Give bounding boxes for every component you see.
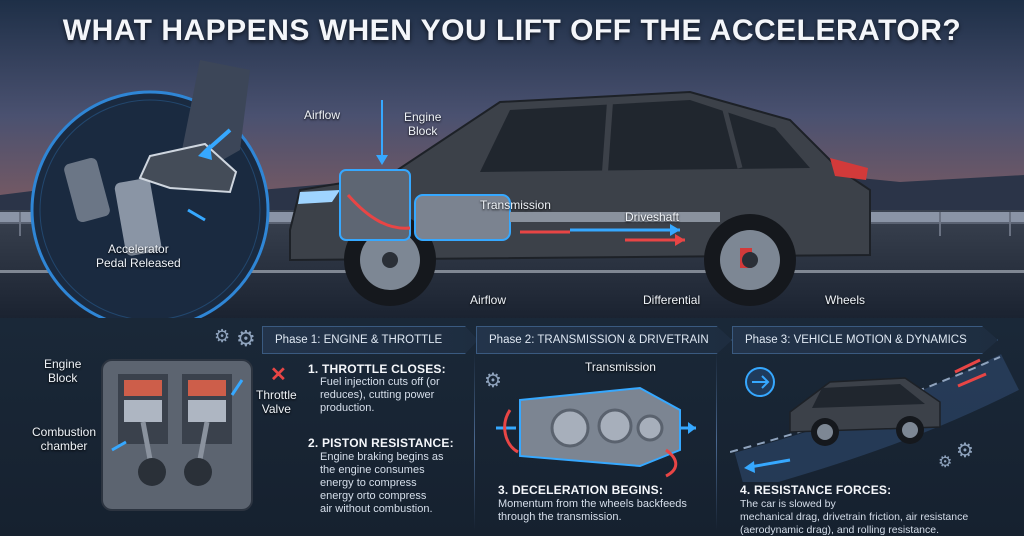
engine-block-label: Engine Block xyxy=(44,357,82,385)
step-3-title: 3. DECELERATION BEGINS: xyxy=(498,483,664,497)
driveshaft-label: Driveshaft xyxy=(625,210,680,224)
phase-3-header: Phase 3: VEHICLE MOTION & DYNAMICS xyxy=(732,326,998,354)
pedal-illustration xyxy=(30,60,270,330)
engine-block-top-label: Engine Block xyxy=(404,110,442,138)
engine-cutaway xyxy=(101,359,253,511)
page-title: WHAT HAPPENS WHEN YOU LIFT OFF THE ACCEL… xyxy=(62,14,962,47)
gear-icon: ⚙ xyxy=(236,326,256,351)
driver-leg xyxy=(180,60,250,170)
combustion-chamber-label: Combustion chamber xyxy=(32,425,97,453)
step-2-body: Engine braking begins as the engine cons… xyxy=(320,451,444,515)
divider-1 xyxy=(474,352,475,530)
taillight xyxy=(830,158,868,180)
phase-1-header: Phase 1: ENGINE & THROTTLE xyxy=(262,326,478,354)
engine-block-graphic xyxy=(339,169,411,241)
step-1-body: Fuel injection cuts off (or reduces), cu… xyxy=(320,376,440,414)
throttle-valve-label: Throttle Valve xyxy=(256,388,297,416)
accelerator-label: Accelerator Pedal Released xyxy=(96,242,181,270)
wheels-label: Wheels xyxy=(825,293,866,307)
step-2-title: 2. PISTON RESISTANCE: xyxy=(308,436,454,450)
divider-2 xyxy=(716,352,717,530)
differential-label: Differential xyxy=(643,293,701,307)
gear-icon: ⚙ xyxy=(956,440,974,462)
phase-2-header: Phase 2: TRANSMISSION & DRIVETRAIN xyxy=(476,326,732,354)
transmission-cutaway xyxy=(496,386,696,478)
transmission-bottom-label: Transmission xyxy=(585,360,656,374)
driveshaft-graphic xyxy=(510,212,720,222)
vehicle-motion-graphic xyxy=(730,354,1019,482)
close-icon: ✕ xyxy=(270,364,287,386)
airflow-top-label: Airflow xyxy=(304,108,341,122)
headlight xyxy=(298,190,340,204)
gear-icon: ⚙ xyxy=(484,370,502,392)
step-1-title: 1. THROTTLE CLOSES: xyxy=(308,362,446,376)
step-4-body: The car is slowed by mechanical drag, dr… xyxy=(740,498,969,536)
accelerator-pedal xyxy=(114,178,162,256)
transmission-top-label: Transmission xyxy=(480,198,551,212)
step-3-body: Momentum from the wheels backfeeds throu… xyxy=(498,498,687,523)
shoe-icon xyxy=(138,142,238,194)
step-4-title: 4. RESISTANCE FORCES: xyxy=(740,483,892,497)
brake-pedal xyxy=(64,157,110,223)
car-illustration xyxy=(289,90,871,306)
gear-icon: ⚙ xyxy=(214,326,231,346)
piston-right xyxy=(188,400,226,422)
piston-left xyxy=(124,400,162,422)
airflow-bottom-label: Airflow xyxy=(470,293,507,307)
gear-icon: ⚙ xyxy=(938,454,953,471)
